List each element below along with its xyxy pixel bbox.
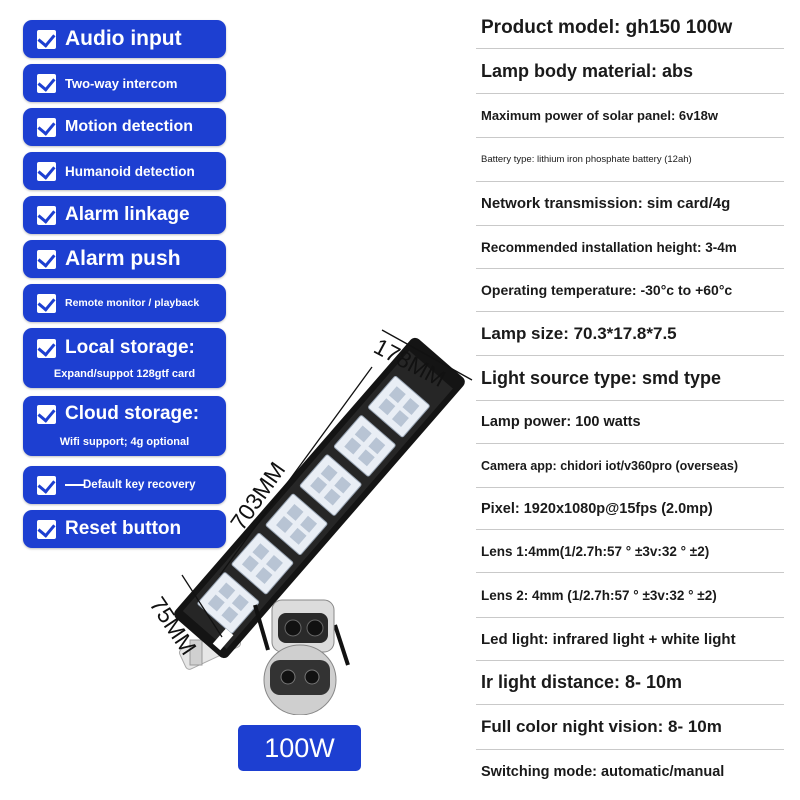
feature-label: Reset button xyxy=(65,518,182,539)
checkmark-icon xyxy=(37,117,56,137)
feature-badge-reset-button: Reset button xyxy=(23,510,226,548)
dimension-lines xyxy=(181,329,473,638)
checkmark-icon xyxy=(37,293,56,313)
spec-row: Network transmission: sim card/4g xyxy=(476,182,784,226)
solar-street-light-camera-image xyxy=(174,329,473,715)
feature-label: Cloud storage: xyxy=(65,403,200,424)
feature-label: Remote monitor / playback xyxy=(65,297,200,309)
feature-badge-cloud-storage: Cloud storage: Wifi support; 4g optional xyxy=(23,396,226,456)
feature-badge-local-storage: Local storage: Expand/suppot 128gtf card xyxy=(23,328,226,388)
feature-label: Local storage: xyxy=(65,337,195,358)
spec-row: Pixel: 1920x1080p@15fps (2.0mp) xyxy=(476,488,784,530)
spec-row: Light source type: smd type xyxy=(476,356,784,401)
power-badge: 100W xyxy=(238,725,361,771)
spec-row: Full color night vision: 8- 10m xyxy=(476,705,784,750)
checkmark-icon xyxy=(37,73,56,93)
feature-label: Default key recovery xyxy=(83,479,196,491)
feature-badge-two-way-intercom: Two-way intercom xyxy=(23,64,226,102)
feature-label: Humanoid detection xyxy=(65,163,195,179)
feature-label: Two-way intercom xyxy=(65,75,178,91)
checkmark-icon xyxy=(37,519,56,539)
spec-row: Battery type: lithium iron phosphate bat… xyxy=(476,138,784,182)
checkmark-icon xyxy=(37,475,56,495)
dual-lens-camera xyxy=(253,599,350,715)
spec-row: Lamp body material: abs xyxy=(476,49,784,94)
feature-sublabel: Expand/suppot 128gtf card xyxy=(53,368,196,380)
feature-badge-alarm-linkage: Alarm linkage xyxy=(23,196,226,234)
spec-row: Camera app: chidori iot/v360pro (oversea… xyxy=(476,444,784,488)
feature-label: Audio input xyxy=(65,27,182,50)
spec-row: Operating temperature: -30°c to +60°c xyxy=(476,269,784,312)
feature-badge-remote-monitor: Remote monitor / playback xyxy=(23,284,226,322)
spec-row: Ir light distance: 8- 10m xyxy=(476,661,784,705)
spec-row: Lens 1:4mm(1/2.7h:57 ° ±3v:32 ° ±2) xyxy=(476,530,784,573)
feature-label: Alarm linkage xyxy=(65,204,190,225)
feature-badge-audio-input: Audio input xyxy=(23,20,226,58)
feature-label: Motion detection xyxy=(65,118,193,135)
lamp-body xyxy=(174,337,465,659)
spec-row: Lamp power: 100 watts xyxy=(476,401,784,444)
feature-badge-motion-detection: Motion detection xyxy=(23,108,226,146)
spec-row: Recommended installation height: 3-4m xyxy=(476,226,784,269)
spec-row: Product model: gh150 100w xyxy=(476,8,784,49)
spec-row: Led light: infrared light + white light xyxy=(476,618,784,661)
feature-sublabel: Wifi support; 4g optional xyxy=(59,436,190,448)
checkmark-icon xyxy=(37,249,56,269)
feature-badge-humanoid-detection: Humanoid detection xyxy=(23,152,226,190)
dash-icon xyxy=(65,484,85,486)
feature-label: Alarm push xyxy=(65,247,181,270)
feature-badge-alarm-push: Alarm push xyxy=(23,240,226,278)
checkmark-icon xyxy=(37,404,56,424)
spec-row: Lens 2: 4mm (1/2.7h:57 ° ±3v:32 ° ±2) xyxy=(476,573,784,618)
spec-row: Maximum power of solar panel: 6v18w xyxy=(476,94,784,138)
checkmark-icon xyxy=(37,338,56,358)
checkmark-icon xyxy=(37,205,56,225)
spec-row: Switching mode: automatic/manual xyxy=(481,764,725,780)
checkmark-icon xyxy=(37,29,56,49)
checkmark-icon xyxy=(37,161,56,181)
spec-row: Lamp size: 70.3*17.8*7.5 xyxy=(476,312,784,356)
feature-badge-default-key-recovery: Default key recovery xyxy=(23,466,226,504)
